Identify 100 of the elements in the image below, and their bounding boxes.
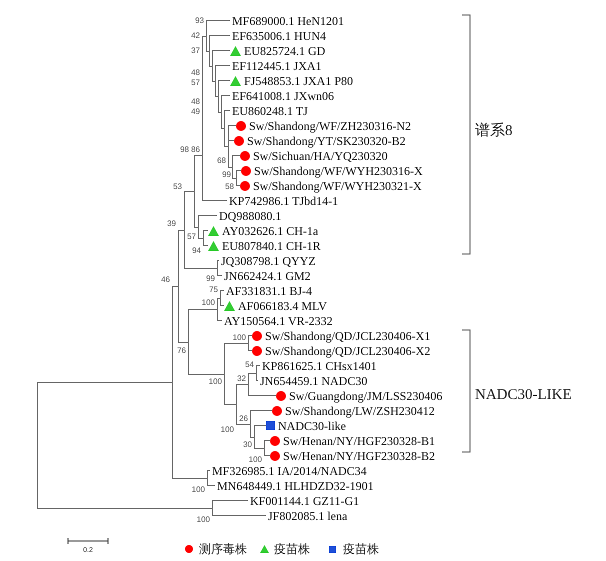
branch-line [212, 515, 266, 516]
branch-line [224, 343, 248, 344]
branch-line [206, 51, 210, 52]
taxon-label: Sw/Shandong/QD/JCL230406-X2 [265, 344, 430, 358]
clade-junction-line [250, 410, 251, 438]
circle-marker-icon [236, 120, 246, 130]
bootstrap-value: 48 [191, 68, 200, 76]
circle-marker-icon [252, 330, 262, 340]
branch-line [222, 128, 224, 129]
taxon-label: JN662424.1 GM2 [224, 268, 311, 282]
taxon-label: EF112445.1 JXA1 [232, 58, 322, 72]
branch-line [198, 215, 218, 216]
branch-line [250, 437, 254, 438]
clade-junction-line [37, 382, 38, 509]
taxon-label: AY150564.1 VR-2332 [224, 314, 333, 328]
branch-line [208, 470, 210, 471]
taxon-label: AF066183.4 MLV [238, 298, 327, 312]
taxon-label: Sw/Shandong/WF/ZH230316-N2 [249, 118, 411, 132]
triangle-marker-icon [208, 240, 219, 250]
branch-line [248, 395, 276, 396]
legend-label: 测序毒株 [199, 542, 247, 556]
circle-marker-icon [276, 390, 286, 400]
taxon-label: Sw/Shandong/WF/WYH230316-X [254, 164, 423, 178]
bootstrap-value: 86 [191, 144, 200, 154]
branch-line [236, 384, 248, 385]
triangle-marker-icon [208, 226, 219, 236]
branch-line [212, 500, 248, 501]
bootstrap-value: 54 [245, 360, 254, 368]
bootstrap-value: 68 [217, 156, 226, 164]
bootstrap-value: 98 [180, 144, 189, 154]
branch-line [198, 238, 204, 239]
clade-junction-line [198, 215, 199, 239]
taxon-label: JN654459.1 NADC30 [260, 374, 368, 388]
taxon-label: Sw/Shandong/LW/ZSH230412 [285, 404, 435, 418]
clade-junction-line [218, 80, 219, 113]
legend-label: 疫苗株 [274, 542, 310, 556]
clade-junction-line [172, 286, 173, 479]
branch-line [202, 200, 228, 201]
taxon-label: JF802085.1 lena [268, 508, 348, 522]
branch-line [178, 230, 184, 231]
clade-junction-line [217, 260, 218, 276]
taxon-label: EU825724.1 GD [244, 44, 326, 58]
branch-line [228, 167, 232, 168]
branch-line [232, 178, 236, 179]
clade-junction-line [188, 309, 189, 375]
branch-line [220, 290, 224, 291]
branch-line [248, 373, 256, 374]
bootstrap-value: 26 [239, 414, 248, 422]
branch-line [210, 66, 212, 67]
branch-line [208, 485, 216, 486]
clade-junction-line [212, 500, 213, 516]
taxon-label: Sw/Shandong/QD/JCL230406-X1 [265, 328, 430, 342]
circle-marker-icon [241, 166, 251, 176]
triangle-marker-icon [230, 76, 241, 86]
clade-junction-line [221, 95, 222, 129]
branch-line [236, 185, 240, 186]
branch-line [172, 286, 178, 287]
clade-junction-line [236, 384, 237, 425]
clade-junction-line [224, 110, 225, 147]
branch-line [228, 140, 234, 141]
branch-line [216, 96, 218, 97]
clade-junction-line [206, 20, 207, 52]
clade-junction-line [203, 230, 204, 246]
branch-line [224, 146, 228, 147]
taxon-label: MF326985.1 IA/2014/NADC34 [212, 464, 367, 478]
branch-line [206, 20, 230, 21]
taxon-label: NADC30-like [278, 418, 346, 432]
taxon-label: Sw/Guangdong/JM/LSS230406 [289, 388, 442, 402]
bootstrap-value: 48 [191, 96, 200, 106]
bootstrap-value: 76 [177, 346, 186, 354]
clade-junction-line [184, 191, 185, 269]
branch-line [264, 455, 270, 456]
branch-line [248, 335, 252, 336]
clade-junction-line [220, 290, 221, 306]
taxon-label: MF689000.1 HeN1201 [232, 14, 344, 28]
bootstrap-value: 100 [196, 514, 210, 524]
clade-junction-line [248, 373, 249, 396]
branch-line [38, 382, 172, 383]
branch-line [256, 365, 260, 366]
bootstrap-value: 75 [209, 284, 218, 294]
taxon-label: KP861625.1 CHsx1401 [262, 358, 377, 372]
branch-line [222, 95, 230, 96]
bootstrap-value: 30 [243, 440, 252, 448]
clade-junction-line [228, 125, 229, 168]
bootstrap-value: 100 [232, 332, 246, 342]
branch-line [254, 425, 266, 426]
branch-line [212, 81, 216, 82]
branch-line [218, 298, 220, 299]
branch-line [204, 245, 208, 246]
taxon-label: Sw/Shandong/WF/WYH230321-X [253, 178, 422, 192]
branch-line [204, 230, 208, 231]
triangle-marker-icon [224, 300, 235, 310]
clade-junction-line [212, 50, 213, 82]
bootstrap-value: 99 [222, 170, 231, 178]
branch-line [194, 155, 202, 156]
branch-line [172, 478, 208, 479]
taxon-label: EU860248.1 TJ [232, 104, 308, 118]
branch-line [236, 424, 250, 425]
taxon-label: Sw/Sichuan/HA/YQ230320 [253, 148, 388, 162]
branch-line [210, 35, 230, 36]
